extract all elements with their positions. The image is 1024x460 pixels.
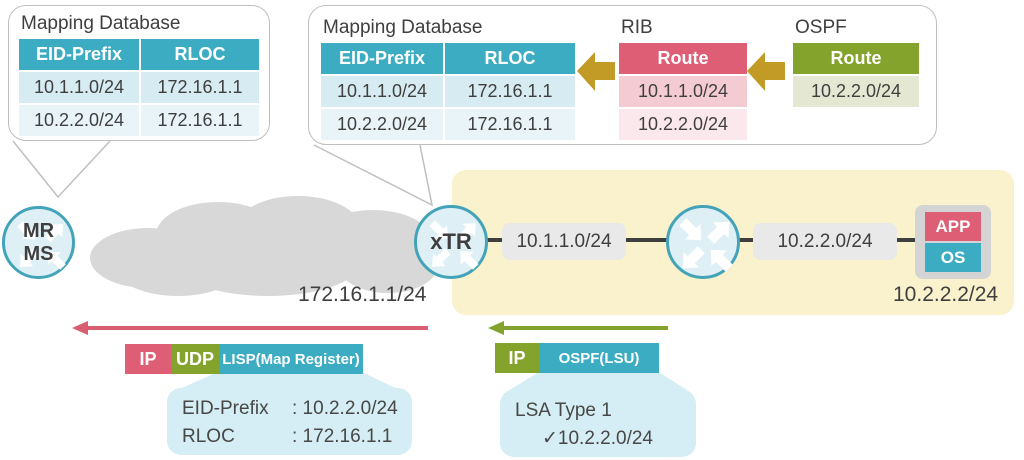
table-header-cell: Route (793, 43, 919, 74)
node-label: xTR (430, 229, 472, 254)
lisp-packet-bar: IP UDP LISP(Map Register) (125, 344, 363, 374)
table-header-cell: RLOC (141, 39, 259, 70)
map-register-flow-arrow-icon (72, 321, 428, 335)
mapping-db-table: EID-Prefix RLOC 10.1.1.0/24 172.16.1.1 1… (321, 43, 575, 140)
note-value: : 10.2.2.0/24 (292, 398, 398, 419)
ospf-table: Route 10.2.2.0/24 (793, 43, 919, 107)
table-cell: 10.2.2.0/24 (793, 76, 919, 107)
table-header-cell: RLOC (445, 43, 575, 74)
ospf-block: OSPF Route 10.2.2.0/24 (789, 10, 919, 107)
callout-tail (313, 144, 434, 207)
table-cell: 10.2.2.0/24 (619, 109, 747, 140)
host-node: APP OS (915, 205, 991, 279)
xtr-node: xTR (414, 205, 488, 279)
node-label: MR MS (23, 220, 54, 266)
segment-label-10-2-2-0: 10.2.2.0/24 (753, 223, 897, 260)
ospf-flow-arrow-icon (488, 321, 668, 335)
mapping-db-callout-right: Mapping Database EID-Prefix RLOC 10.1.1.… (308, 5, 937, 145)
table-cell: 172.16.1.1 (445, 76, 575, 107)
packet-segment-ospf: OSPF(LSU) (539, 343, 659, 373)
packet-segment-lisp: LISP(Map Register) (219, 344, 363, 374)
packet-segment-ip: IP (125, 344, 171, 374)
mr-label: MR (22, 219, 55, 242)
table-cell: 10.2.2.0/24 (321, 109, 443, 140)
router-arrows-icon (429, 220, 479, 270)
callout-title: OSPF (795, 17, 847, 38)
table-cell: 10.2.2.0/24 (19, 105, 139, 136)
table-header-cell: EID-Prefix (321, 43, 443, 74)
lisp-detail-note: EID-Prefix : 10.2.2.0/24 RLOC : 172.16.1… (167, 388, 412, 455)
host-app-label: APP (925, 212, 981, 241)
mapping-db-table: EID-Prefix RLOC 10.1.1.0/24 172.16.1.1 1… (19, 39, 269, 136)
table-cell: 10.1.1.0/24 (19, 72, 139, 103)
callout-title: Mapping Database (323, 17, 483, 38)
import-arrow-icon (577, 52, 615, 91)
ospf-packet-bar: IP OSPF(LSU) (495, 343, 659, 373)
note-value: : 172.16.1.1 (292, 426, 393, 447)
table-cell: 172.16.1.1 (141, 72, 259, 103)
callout-title: Mapping Database (21, 13, 181, 34)
note-label: RLOC (182, 426, 235, 447)
network-cloud-icon (90, 196, 438, 296)
router-arrows-icon (17, 221, 66, 270)
host-os-label: OS (925, 243, 981, 272)
import-arrow-icon (747, 52, 785, 91)
table-header-cell: EID-Prefix (19, 39, 139, 70)
note-line: ✓10.2.2.0/24 (542, 428, 654, 449)
mapping-db-callout-left: Mapping Database EID-Prefix RLOC 10.1.1.… (8, 5, 270, 141)
rib-block: RIB Route 10.1.1.0/24 10.2.2.0/24 (615, 10, 747, 140)
callout-tail (12, 140, 111, 199)
table-cell: 10.1.1.0/24 (321, 76, 443, 107)
segment-label-10-1-1-0: 10.1.1.0/24 (502, 223, 626, 260)
table-cell: 172.16.1.1 (141, 105, 259, 136)
mr-ms-node: MR MS (2, 206, 75, 279)
table-cell: 10.1.1.0/24 (619, 76, 747, 107)
ms-label: MS (23, 242, 54, 265)
host-address-text: 10.2.2.2/24 (893, 283, 999, 306)
ospf-detail-note: LSA Type 1 ✓10.2.2.0/24 (500, 390, 696, 457)
router-arrows-icon (679, 218, 733, 272)
callout-title: RIB (621, 17, 653, 38)
table-header-cell: Route (619, 43, 747, 74)
note-row: EID-Prefix : 10.2.2.0/24 (167, 395, 412, 423)
note-label: EID-Prefix (182, 398, 269, 419)
packet-segment-udp: UDP (171, 344, 219, 374)
rib-table: Route 10.1.1.0/24 10.2.2.0/24 (619, 43, 747, 140)
table-cell: 172.16.1.1 (445, 109, 575, 140)
router-node (666, 205, 740, 279)
packet-segment-ip: IP (495, 343, 539, 373)
note-row: RLOC : 172.16.1.1 (167, 423, 412, 451)
mapping-db-block: Mapping Database EID-Prefix RLOC 10.1.1.… (311, 10, 575, 140)
core-address-text: 172.16.1.1/24 (298, 283, 427, 306)
note-line: LSA Type 1 (515, 400, 612, 421)
note-tail (503, 372, 693, 394)
